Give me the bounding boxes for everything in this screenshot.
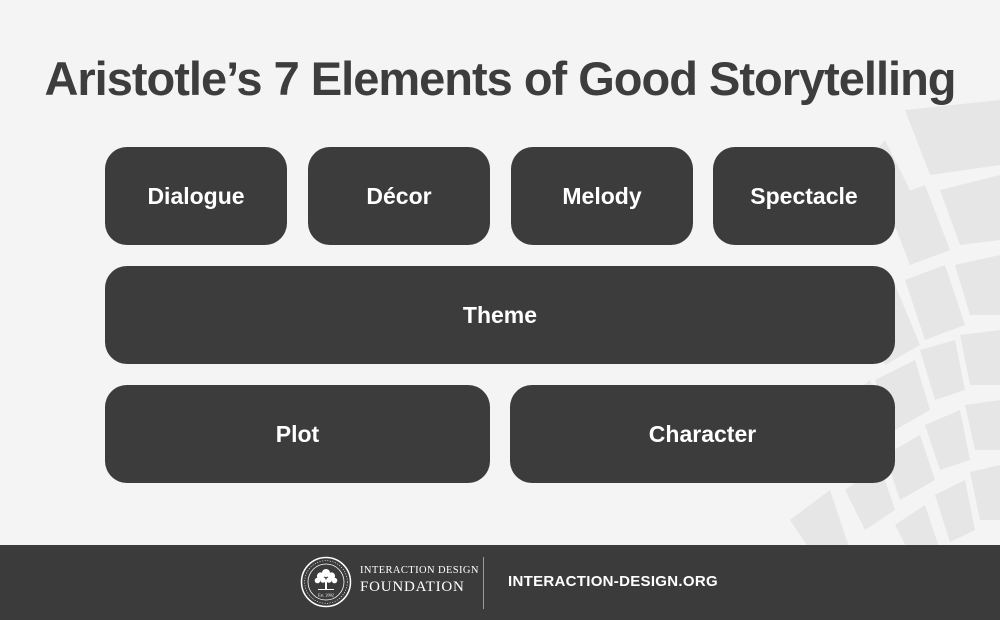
website-link[interactable]: INTERACTION-DESIGN.ORG bbox=[508, 573, 718, 590]
background-mandala-decoration bbox=[790, 100, 1000, 550]
tree-seal-icon[interactable]: Est. 2002 bbox=[300, 556, 352, 608]
org-name-line2: FOUNDATION bbox=[360, 578, 465, 595]
element-dialogue: Dialogue bbox=[105, 147, 287, 245]
page-title: Aristotle’s 7 Elements of Good Storytell… bbox=[44, 52, 956, 105]
element-decor: Décor bbox=[308, 147, 490, 245]
element-theme: Theme bbox=[105, 266, 895, 364]
element-character: Character bbox=[510, 385, 895, 483]
footer-divider bbox=[483, 557, 484, 609]
org-name-line1: INTERACTION DESIGN bbox=[360, 565, 479, 576]
element-spectacle: Spectacle bbox=[713, 147, 895, 245]
element-melody: Melody bbox=[511, 147, 693, 245]
element-plot: Plot bbox=[105, 385, 490, 483]
logo-est-text: Est. 2002 bbox=[318, 593, 334, 598]
footer-bar: Est. 2002 INTERACTION DESIGN FOUNDATION … bbox=[0, 545, 1000, 620]
org-name[interactable]: INTERACTION DESIGN FOUNDATION bbox=[360, 565, 479, 595]
